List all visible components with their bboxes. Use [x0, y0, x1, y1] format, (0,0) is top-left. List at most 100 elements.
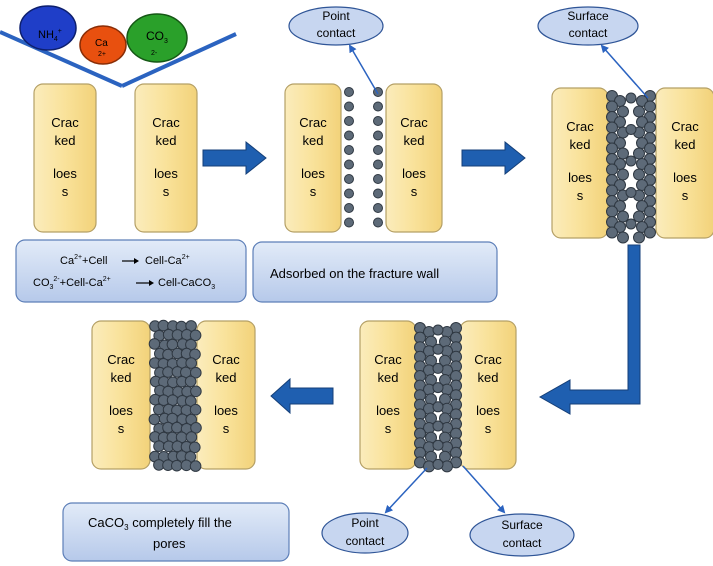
bacteria-bead: [617, 231, 629, 244]
bacteria-bead: [373, 217, 383, 228]
calcium-charge-label: 2+: [98, 51, 106, 58]
bacteria-bead: [344, 188, 354, 199]
block-label: loes: [214, 403, 238, 418]
flow-arrow-elbow: [538, 244, 641, 415]
bacteria-bead: [644, 205, 656, 218]
reaction-line-2-product: Cell-CaCO3: [158, 277, 215, 291]
block-label: Crac: [212, 352, 240, 367]
bacteria-bead: [606, 121, 618, 134]
bacteria-bead: [617, 168, 629, 181]
block-label: s: [310, 184, 317, 199]
bacteria-bead: [344, 217, 354, 228]
bacteria-bead: [190, 422, 202, 434]
bacteria-bead: [185, 431, 198, 443]
bacteria-bead: [373, 130, 383, 141]
block-label: ked: [378, 370, 399, 385]
block-label: s: [163, 184, 170, 199]
flow-arrow-3: [270, 377, 334, 415]
fill-caption-line-1: CaCO3 completely fill the: [88, 515, 232, 532]
block-label: s: [62, 184, 69, 199]
block-label: s: [118, 421, 125, 436]
carbonate-charge-label: 2-: [151, 50, 158, 57]
block-label: s: [411, 184, 418, 199]
bacteria-bead: [606, 142, 618, 155]
block-label: Crac: [400, 115, 428, 130]
bacteria-bead: [625, 218, 637, 230]
bacteria-bead: [625, 124, 637, 135]
svg-text:contact: contact: [569, 26, 608, 40]
bacteria-bead: [373, 116, 383, 126]
svg-text:Surface: Surface: [501, 518, 543, 532]
funnel-line-left: [0, 30, 123, 88]
block-label: s: [577, 188, 584, 203]
bacteria-bead: [189, 403, 202, 416]
bacteria-bead: [189, 329, 202, 342]
bacteria-bead: [432, 401, 444, 413]
bacteria-bead: [432, 324, 444, 336]
block-label: Crac: [299, 115, 327, 130]
callout-pointer: [384, 467, 428, 514]
bacteria-bead: [625, 92, 637, 104]
cracked-loess-block: Crac ked loes s: [284, 83, 342, 233]
callout-point-contact-bottom: Point contact: [321, 467, 428, 554]
bacteria-bead: [373, 203, 383, 213]
bacteria-beads: [148, 87, 656, 473]
block-label: loes: [376, 403, 400, 418]
block-label: loes: [673, 170, 697, 185]
bacteria-bead: [644, 100, 656, 113]
svg-text:contact: contact: [317, 26, 356, 40]
bacteria-bead: [633, 168, 645, 181]
bacteria-bead: [432, 382, 444, 394]
bacteria-bead: [644, 184, 656, 197]
adsorbed-caption-box: Adsorbed on the fracture wall: [252, 241, 498, 303]
block-label: ked: [55, 133, 76, 148]
bacteria-bead: [606, 100, 618, 113]
block-label: ked: [111, 370, 132, 385]
calcium-label: Ca: [95, 38, 108, 49]
bacteria-bead: [373, 188, 383, 199]
bacteria-bead: [344, 174, 354, 184]
bacteria-bead: [625, 155, 637, 167]
block-label: ked: [303, 133, 324, 148]
bacteria-bead: [432, 343, 444, 355]
bacteria-bead: [432, 458, 444, 470]
bacteria-bead: [344, 145, 354, 155]
block-label: ked: [675, 137, 696, 152]
reaction-box: Ca2++Cell Cell-Ca2+ CO32-+Cell-Ca2+ Cell…: [15, 239, 247, 303]
block-label: Crac: [566, 119, 594, 134]
fill-caption-line-2: pores: [153, 536, 186, 551]
callout-pointer: [348, 44, 379, 95]
bacteria-bead: [373, 101, 383, 112]
bacteria-bead: [617, 105, 629, 118]
ammonium-ion-bubble: [19, 5, 77, 51]
adsorbed-caption: Adsorbed on the fracture wall: [270, 266, 439, 281]
bacteria-bead: [184, 375, 197, 388]
bacteria-bead: [606, 205, 618, 218]
bacteria-bead: [633, 105, 645, 118]
block-label: loes: [154, 166, 178, 181]
block-label: loes: [301, 166, 325, 181]
svg-text:contact: contact: [503, 536, 542, 550]
bacteria-bead: [373, 159, 383, 170]
ammonium-label: NH4+: [38, 28, 62, 43]
carbonate-ion-bubble: [126, 13, 188, 63]
bacteria-bead: [189, 460, 202, 472]
bacteria-bead: [606, 184, 618, 197]
block-label: Crac: [374, 352, 402, 367]
bacteria-bead: [344, 101, 354, 112]
bacteria-bead: [432, 439, 444, 451]
bacteria-bead: [344, 203, 354, 213]
bacteria-bead: [633, 231, 645, 244]
flow-arrow-1: [202, 140, 267, 176]
block-label: Crac: [152, 115, 180, 130]
bacteria-bead: [644, 142, 656, 155]
bacteria-bead: [190, 366, 202, 379]
reaction-line-1: Ca2++Cell: [60, 254, 107, 267]
bacteria-bead: [644, 121, 656, 134]
